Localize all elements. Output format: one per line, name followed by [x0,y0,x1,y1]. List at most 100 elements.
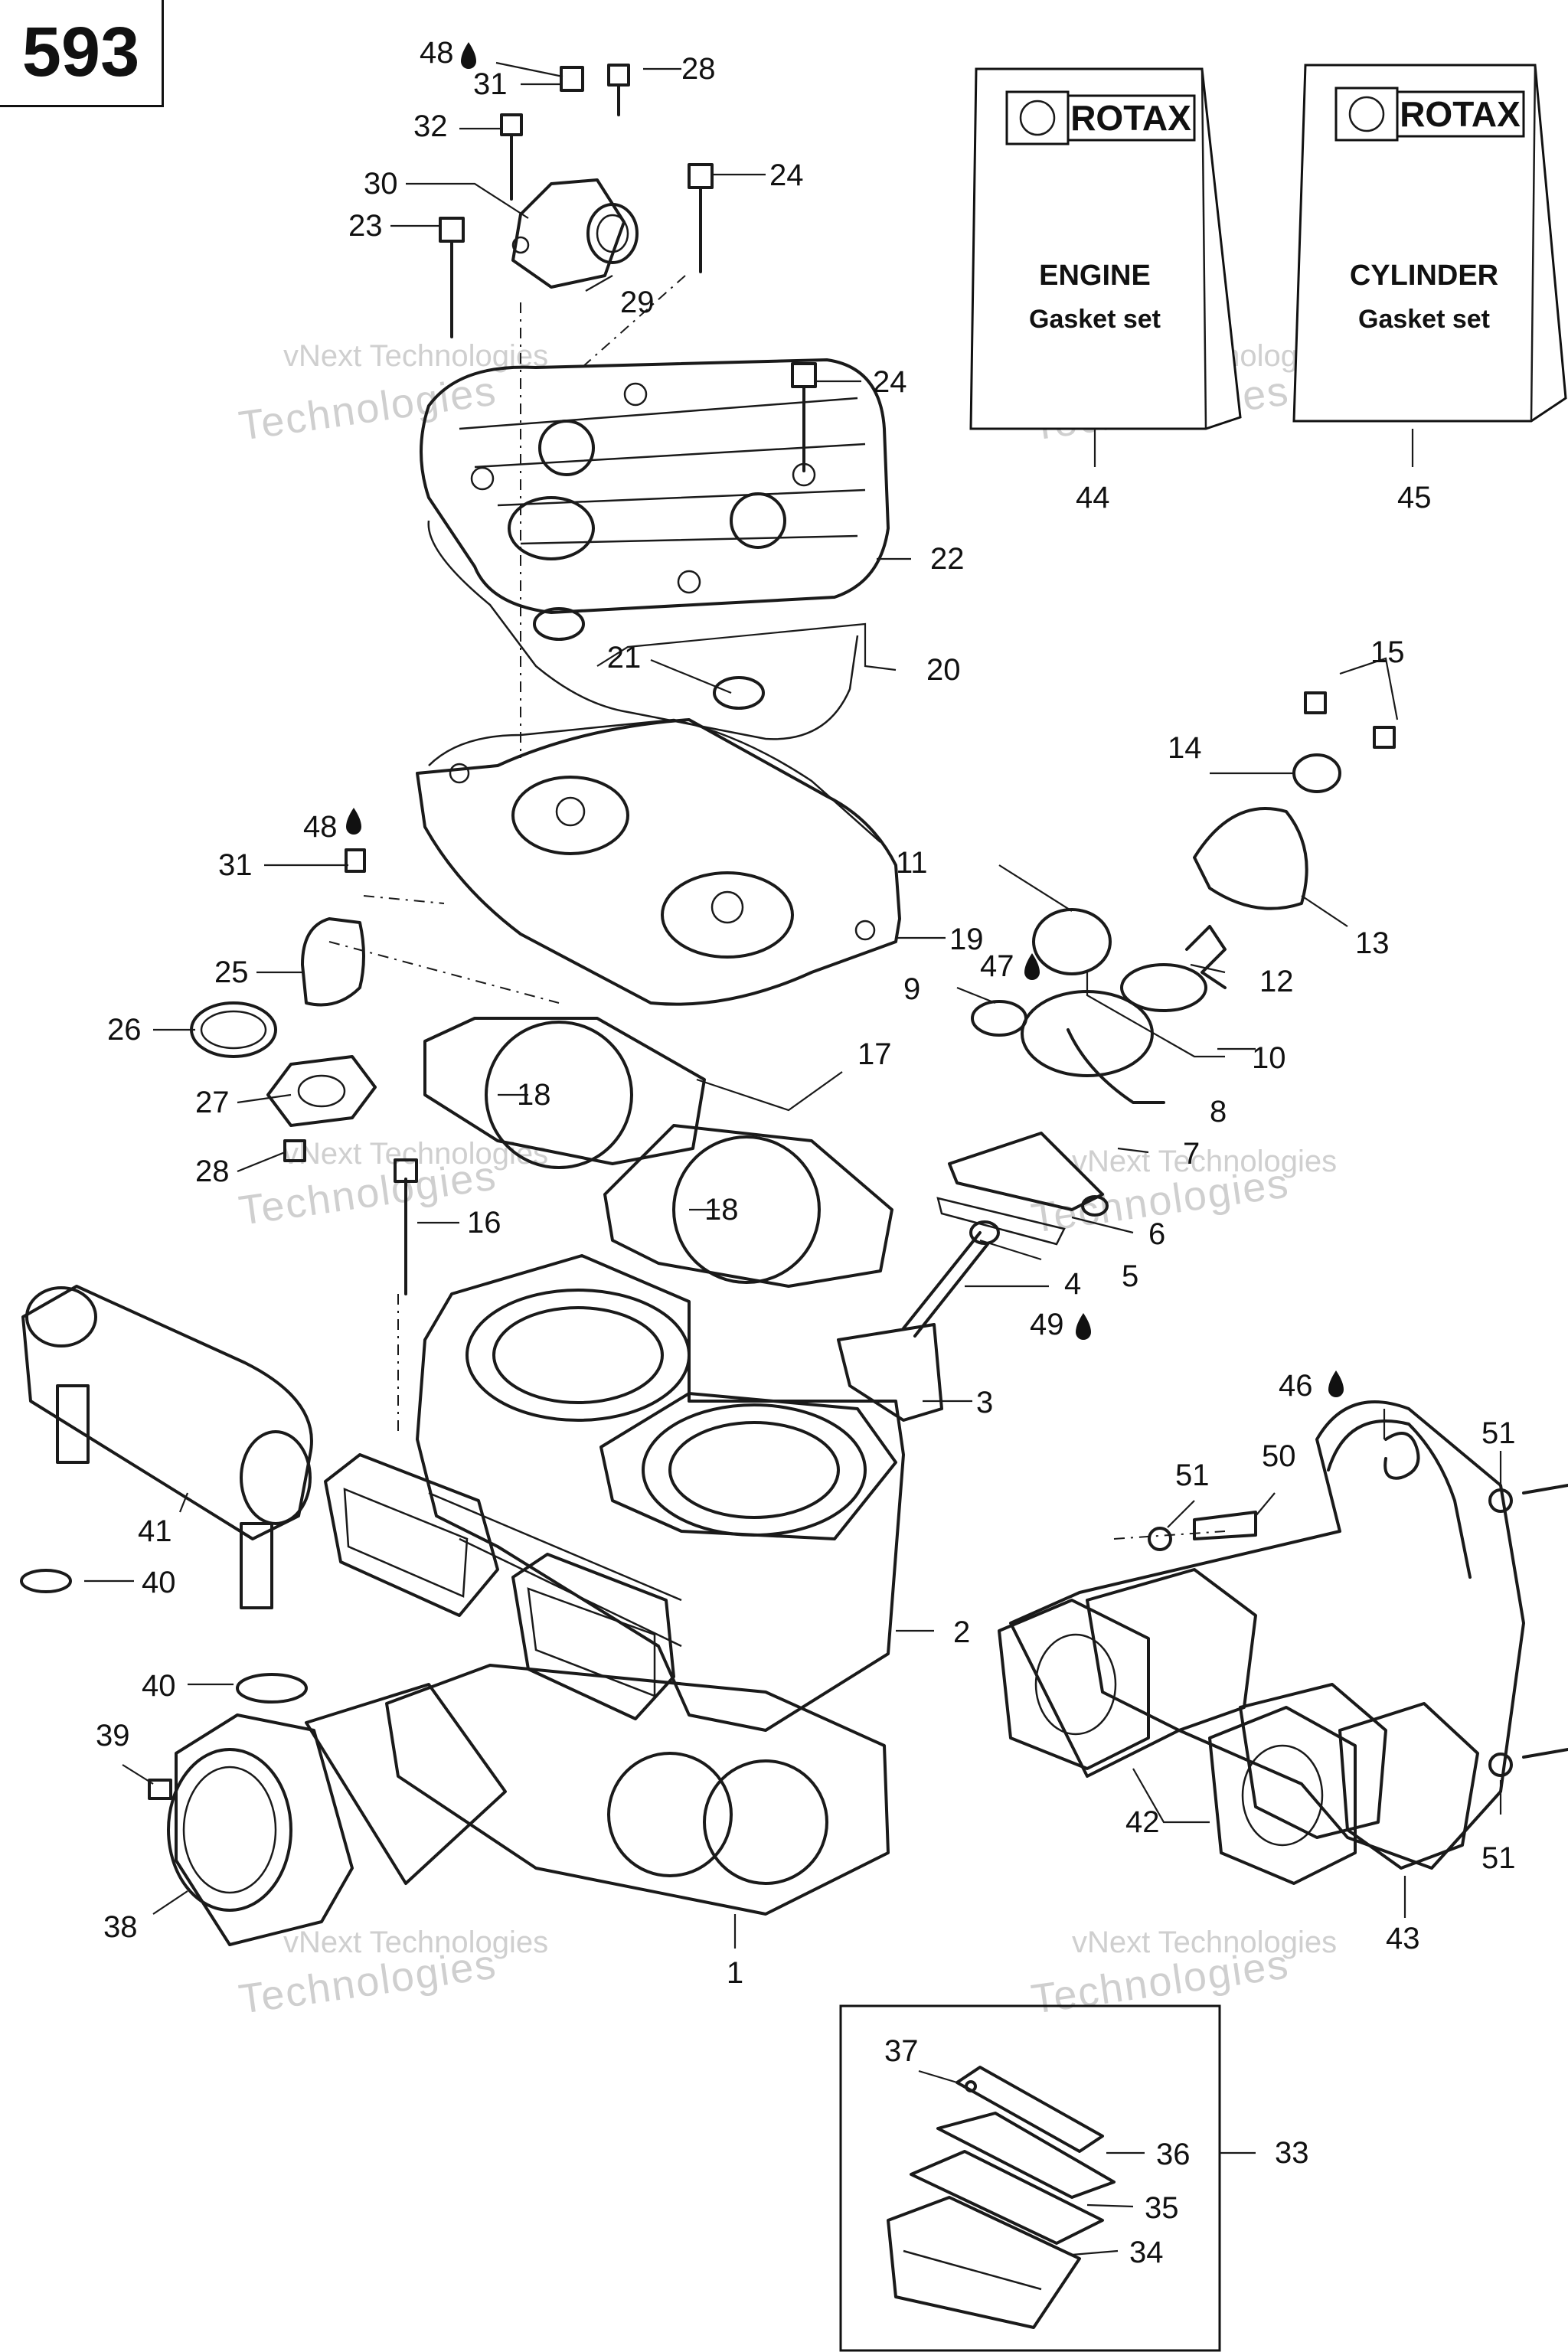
callout-45: 45 [1397,481,1432,514]
callout-10: 10 [1252,1041,1286,1075]
drop-icon [1076,1313,1091,1340]
callout-50: 50 [1262,1439,1296,1473]
callout-20: 20 [926,653,961,687]
callout-18: 18 [517,1078,551,1112]
svg-text:ROTAX: ROTAX [1400,94,1521,134]
callout-18: 18 [704,1193,739,1227]
drop-icon [1328,1370,1344,1397]
callout-47: 47 [980,949,1014,983]
cylinder-block [416,1254,905,1732]
callout-1: 1 [727,1956,743,1990]
head-bolts-top [439,64,817,472]
intake-adapter [148,1683,507,1946]
callout-24: 24 [769,158,804,192]
callout-27: 27 [195,1086,230,1119]
callout-48: 48 [303,810,338,844]
callout-12: 12 [1259,965,1294,998]
callout-35: 35 [1145,2191,1179,2225]
callout-4: 4 [1064,1267,1081,1301]
base-gasket [385,1664,890,1916]
callout-16: 16 [467,1206,501,1240]
exhaust-spring-and-studs [1148,1432,1568,1777]
callout-32: 32 [413,109,448,143]
leader-lines [84,61,1502,2256]
callout-5: 5 [1122,1259,1138,1293]
callout-30: 30 [364,167,398,201]
callout-7: 7 [1183,1137,1200,1171]
callout-34: 34 [1129,2236,1164,2269]
thermostat-group [190,848,418,1295]
drop-icon [461,42,476,69]
head-gasket-upper [423,1017,706,1169]
svg-text:CYLINDER: CYLINDER [1350,260,1498,292]
callout-51: 51 [1481,1841,1516,1875]
callout-37: 37 [884,2034,919,2068]
callout-21: 21 [607,641,642,675]
callout-2: 2 [953,1615,970,1649]
callout-11: 11 [896,846,928,880]
callout-40: 40 [142,1669,176,1703]
alignment-lines [328,275,1226,1540]
reed-valve-kit-box [839,2004,1221,2352]
svg-text:Gasket set: Gasket set [1358,305,1490,334]
page-number: 593 [0,0,164,107]
hose-clamps [20,1569,308,1704]
cylinder-head-cover [420,358,890,614]
svg-text:vNext Technologies: vNext Technologies [1072,1145,1337,1178]
callout-31: 31 [218,848,253,882]
callout-46: 46 [1279,1369,1313,1403]
callout-15: 15 [1370,635,1405,669]
head-gasket-lower [603,1124,893,1288]
exhaust-gasket-42 [998,1599,1357,1885]
drop-icon [1024,953,1040,980]
svg-text:Gasket set: Gasket set [1029,305,1161,334]
exhaust-manifold-43 [1009,1400,1525,1870]
callout-3: 3 [976,1386,993,1419]
callout-39: 39 [96,1719,130,1753]
callout-51: 51 [1175,1459,1210,1492]
callout-42: 42 [1125,1805,1160,1839]
callout-38: 38 [103,1910,138,1944]
svg-text:vNext Technologies: vNext Technologies [1072,1926,1337,1959]
callout-31: 31 [473,67,508,101]
cylinder-head [416,718,901,1006]
drop-icon [346,808,361,835]
callout-13: 13 [1355,926,1390,960]
callouts: 1 2 3 4 5 6 7 8 9 10 11 12 13 14 15 16 1… [96,36,1516,2269]
callout-28: 28 [681,52,716,86]
callout-33: 33 [1275,2136,1309,2170]
cylinder-gasket-kit: ROTAX CYLINDER Gasket set [1292,64,1567,423]
callout-44: 44 [1076,481,1110,514]
drop-icons [346,42,1344,1397]
callout-24: 24 [873,365,907,399]
callout-19: 19 [949,923,984,956]
callout-23: 23 [348,209,383,243]
callout-48: 48 [420,36,454,70]
rave-valve-assembly [837,691,1396,1422]
svg-text:ROTAX: ROTAX [1070,98,1191,138]
exhaust-manifold-41 [21,1285,313,1609]
callout-49: 49 [1030,1308,1064,1341]
callout-40: 40 [142,1566,176,1599]
callout-14: 14 [1168,731,1202,765]
callout-26: 26 [107,1013,142,1047]
callout-41: 41 [138,1514,172,1548]
callout-43: 43 [1386,1922,1420,1955]
callout-8: 8 [1210,1095,1227,1129]
callout-36: 36 [1156,2138,1191,2171]
svg-text:ENGINE: ENGINE [1039,260,1151,292]
callout-28: 28 [195,1155,230,1188]
callout-22: 22 [930,542,965,576]
callout-25: 25 [214,956,249,989]
svg-text:vNext Technologies: vNext Technologies [283,1926,548,1959]
callout-17: 17 [858,1037,892,1071]
reed-valve-block-left [324,1453,675,1720]
callout-29: 29 [620,286,655,319]
callout-9: 9 [903,972,920,1006]
callout-51: 51 [1481,1416,1516,1450]
water-outlet-elbow [511,178,639,289]
seal-gasket-20 [427,520,859,740]
callout-6: 6 [1148,1217,1165,1251]
engine-gasket-kit: ROTAX ENGINE Gasket set [969,67,1242,430]
